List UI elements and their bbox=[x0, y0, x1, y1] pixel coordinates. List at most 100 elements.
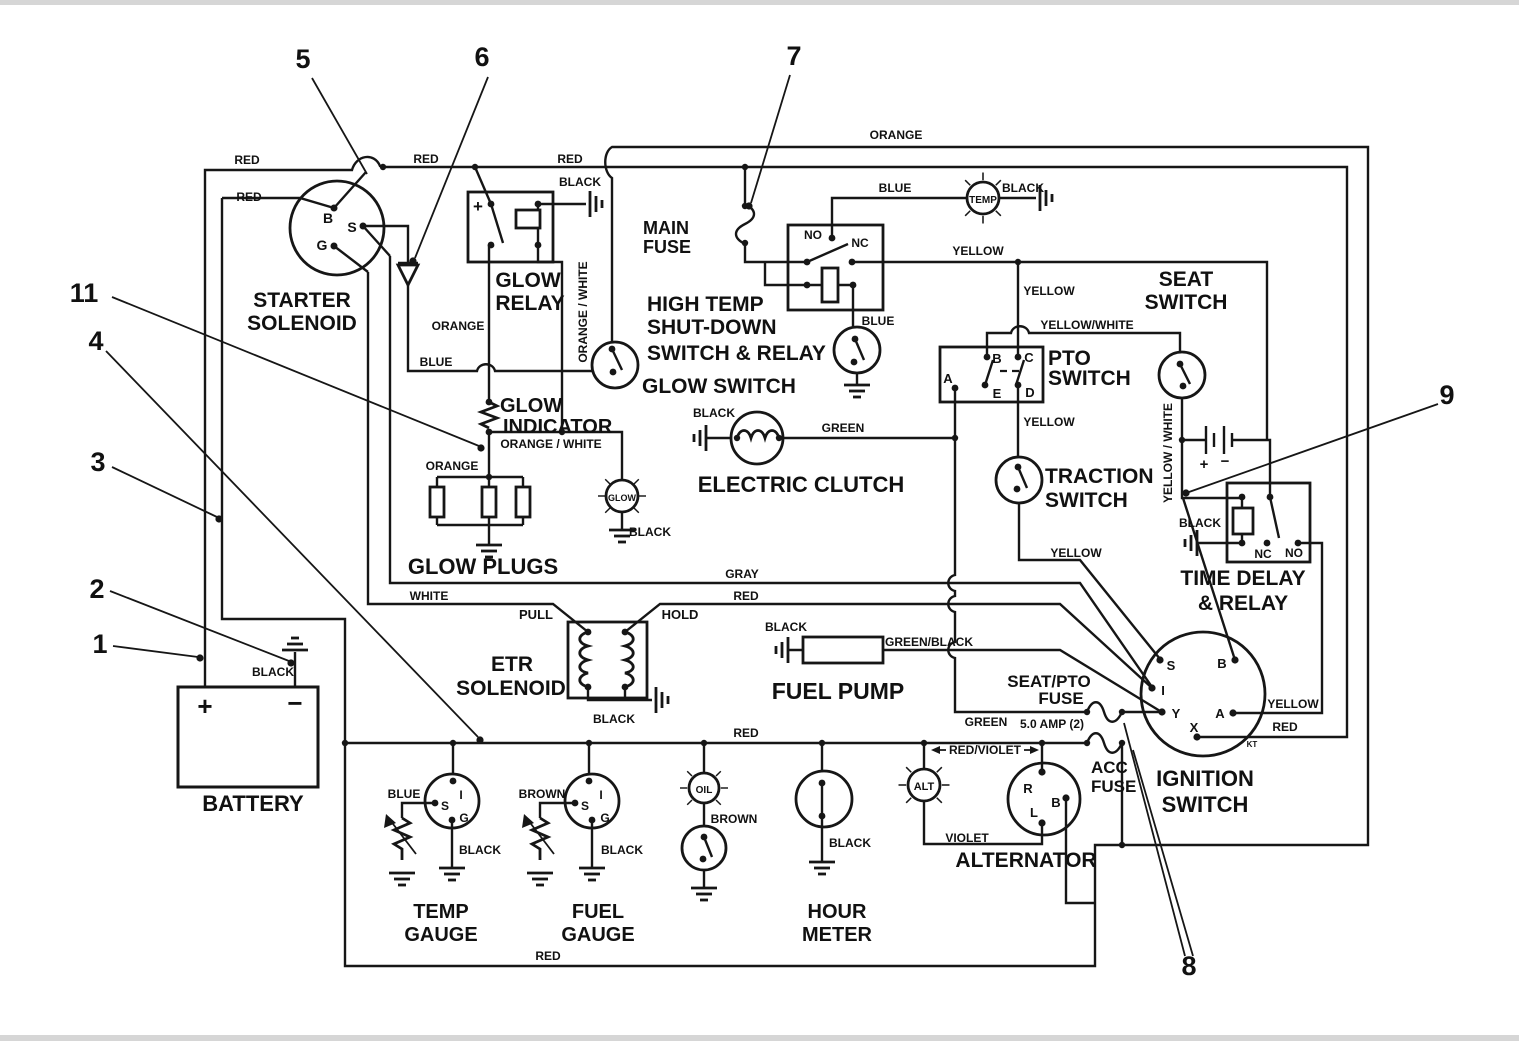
label-acc-fuse-1: ACC bbox=[1091, 758, 1128, 777]
label-high-temp-3: SWITCH & RELAY bbox=[647, 342, 826, 365]
label-seat-pto-fuse-1: SEAT/PTO bbox=[1007, 672, 1090, 691]
label-wire-yellowwhite-2: YELLOW / WHITE bbox=[1161, 403, 1175, 503]
ignition-switch-icon bbox=[1139, 630, 1267, 758]
label-seat-switch-1: SEAT bbox=[1159, 268, 1214, 291]
label-lamp-temp: TEMP bbox=[969, 195, 997, 206]
label-wire-yellow-5: YELLOW bbox=[1267, 697, 1319, 711]
etr-solenoid-box bbox=[566, 620, 670, 715]
wire-no-blue bbox=[830, 196, 1036, 238]
fuel-sender-resistor bbox=[528, 816, 552, 860]
label-alternator: ALTERNATOR bbox=[955, 849, 1096, 872]
label-wire-red-1: RED bbox=[234, 153, 260, 167]
callout-8-leader bbox=[1132, 749, 1194, 957]
glow-relay-ground-icon bbox=[588, 189, 604, 219]
callout-1-dot bbox=[196, 654, 204, 662]
label-wire-black-9: BLACK bbox=[459, 843, 501, 857]
glow-plugs-group bbox=[428, 473, 532, 559]
label-seat-pto-fuse-2: FUSE bbox=[1038, 689, 1083, 708]
callout-4: 4 bbox=[88, 326, 103, 356]
callout-5: 5 bbox=[295, 44, 310, 74]
label-pto-switch-1: PTO bbox=[1048, 347, 1091, 370]
label-lamp-glow: GLOW bbox=[608, 493, 636, 503]
redviolet-arrow-right bbox=[1030, 746, 1039, 754]
glow-indicator-resistor bbox=[477, 400, 501, 430]
label-term-alt-b: B bbox=[1051, 795, 1060, 810]
glow-switch-icon bbox=[590, 340, 640, 390]
label-term-td-nc: NC bbox=[1254, 547, 1272, 561]
label-wire-yellow-1: YELLOW bbox=[952, 244, 1004, 258]
label-wire-violet: VIOLET bbox=[945, 831, 989, 845]
fuse-acc bbox=[1085, 732, 1124, 754]
label-wire-black-2: BLACK bbox=[1002, 181, 1044, 195]
label-acc-fuse-2: FUSE bbox=[1091, 777, 1136, 796]
callout-8: 8 bbox=[1181, 951, 1196, 981]
label-wire-orange-3: ORANGE bbox=[426, 459, 479, 473]
label-term-ss-g: G bbox=[317, 237, 328, 253]
label-term-tg-g: G bbox=[459, 811, 468, 825]
label-term-ign-a: A bbox=[1215, 706, 1225, 721]
label-wire-black-4: BLACK bbox=[629, 525, 671, 539]
junction-dot bbox=[1083, 739, 1091, 747]
label-hour-meter-2: METER bbox=[802, 924, 873, 946]
label-term-gr-plus: + bbox=[473, 197, 483, 216]
junction-dot bbox=[741, 239, 749, 247]
callout-1: 1 bbox=[92, 629, 107, 659]
label-wire-redviolet: RED/VIOLET bbox=[949, 743, 1022, 757]
label-hour-meter-1: HOUR bbox=[808, 901, 867, 923]
junction-dot bbox=[1038, 739, 1046, 747]
label-term-alt-l: L bbox=[1030, 805, 1038, 820]
wire-ign-b-diag bbox=[1181, 497, 1237, 661]
label-traction-switch-2: SWITCH bbox=[1045, 489, 1128, 512]
label-temp-gauge-1: TEMP bbox=[413, 901, 469, 923]
callout-7: 7 bbox=[786, 41, 801, 71]
callout-11-leader bbox=[111, 296, 480, 447]
fuse-main bbox=[734, 202, 756, 246]
label-high-temp-1: HIGH TEMP bbox=[647, 293, 764, 316]
wire-red-inner bbox=[220, 198, 1122, 968]
label-wire-red-3: RED bbox=[413, 152, 439, 166]
label-temp-gauge-2: GAUGE bbox=[404, 924, 477, 946]
starter-solenoid-body bbox=[288, 179, 386, 277]
label-main-fuse-2: FUSE bbox=[643, 237, 691, 257]
label-term-plate-plus: + bbox=[1200, 456, 1209, 473]
label-ignition-1: IGNITION bbox=[1156, 766, 1254, 791]
callout-11-dot bbox=[477, 444, 485, 452]
electric-clutch-icon bbox=[692, 410, 785, 466]
label-term-tg-i: I bbox=[459, 788, 462, 802]
junction-dot bbox=[341, 739, 349, 747]
redviolet-arrow-left bbox=[931, 746, 940, 754]
label-glow-plugs: GLOW PLUGS bbox=[408, 554, 558, 579]
label-battery-plus: + bbox=[197, 691, 212, 721]
components bbox=[176, 163, 1312, 902]
alternator-icon bbox=[1006, 761, 1082, 837]
junction-dot bbox=[951, 434, 959, 442]
wire-yellowwhite bbox=[985, 325, 1182, 357]
wires bbox=[203, 145, 1370, 968]
label-term-ign-s: S bbox=[1167, 658, 1176, 673]
callout-6: 6 bbox=[474, 42, 489, 72]
label-term-pto-e: E bbox=[993, 386, 1002, 401]
label-starter-solenoid-1: STARTER bbox=[253, 289, 351, 312]
label-wire-yellowwhite-1: YELLOW/WHITE bbox=[1040, 318, 1133, 332]
label-wire-black-8: BLACK bbox=[593, 712, 635, 726]
pto-switch-box bbox=[938, 345, 1045, 404]
label-wire-orange-1: ORANGE bbox=[870, 128, 923, 142]
label-term-fg-s: S bbox=[581, 799, 589, 813]
junction-dot bbox=[471, 163, 479, 171]
time-delay-arm bbox=[1268, 496, 1281, 539]
label-term-ign-y: Y bbox=[1172, 706, 1181, 721]
temp-gauge-icon bbox=[384, 772, 481, 887]
wire-blue-glowswitch bbox=[406, 285, 592, 373]
label-traction-switch-1: TRACTION bbox=[1045, 465, 1154, 488]
label-term-pto-a: A bbox=[943, 371, 953, 386]
wire-alternator bbox=[1040, 743, 1095, 905]
label-wire-blue-4: BLUE bbox=[388, 787, 421, 801]
wire-b-hump-link bbox=[333, 171, 367, 209]
junction-dot bbox=[379, 163, 387, 171]
label-etr-2: SOLENOID bbox=[456, 677, 566, 700]
label-starter-solenoid-2: SOLENOID bbox=[247, 312, 357, 335]
callout-5-leader bbox=[311, 77, 368, 175]
label-battery-minus: − bbox=[287, 688, 302, 718]
wire-nc-yellow bbox=[852, 260, 1272, 497]
